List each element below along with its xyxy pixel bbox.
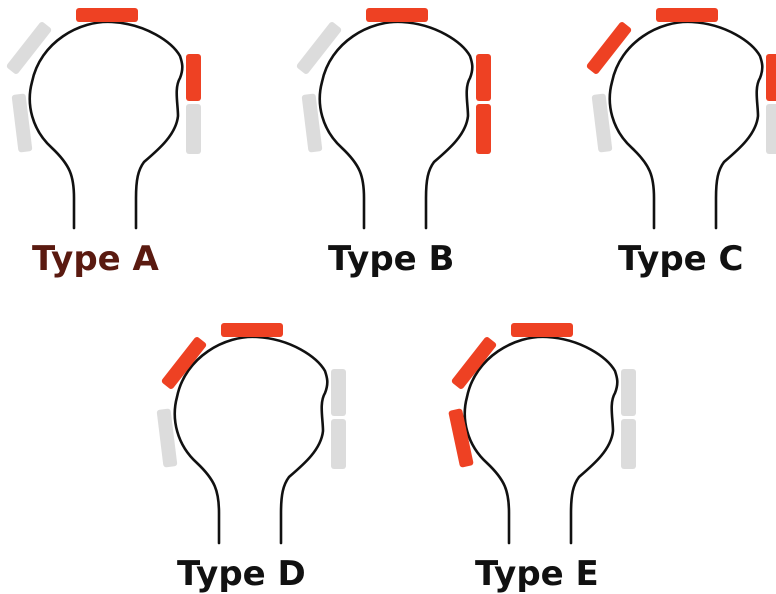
type-label: Type B [328, 239, 454, 279]
panel-type-c: Type C [586, 8, 776, 279]
segment-superior [221, 323, 283, 337]
segment-anterosuperior [6, 22, 52, 74]
segment-posteroinferior [476, 104, 491, 154]
segment-superior [511, 323, 573, 337]
panel-type-b: Type B [296, 8, 491, 279]
segment-anterosuperior [161, 337, 207, 389]
segment-anteroinferior [448, 408, 474, 468]
type-label: Type D [177, 554, 306, 594]
segment-anterosuperior [296, 22, 342, 74]
segment-superior [366, 8, 428, 22]
segment-posterosuperior [766, 54, 776, 101]
humeral-head-outline [28, 20, 184, 230]
segment-posteroinferior [186, 104, 201, 154]
segment-anteroinferior [301, 93, 323, 153]
humeral-head-outline [608, 20, 764, 230]
segment-superior [76, 8, 138, 22]
humeral-head-outline [318, 20, 474, 230]
segment-posterosuperior [331, 369, 346, 416]
segment-superior [656, 8, 718, 22]
segment-anterosuperior [586, 22, 632, 74]
segment-posterosuperior [186, 54, 201, 101]
segment-posteroinferior [621, 419, 636, 469]
humeral-head-outline [463, 335, 619, 545]
segment-anterosuperior [451, 337, 497, 389]
segment-posterosuperior [621, 369, 636, 416]
segment-posteroinferior [766, 104, 776, 154]
segment-anteroinferior [591, 93, 613, 153]
type-label: Type C [618, 239, 744, 279]
panel-type-d: Type D [156, 323, 346, 594]
humeral-head-outline [173, 335, 329, 545]
panel-type-e: Type E [448, 323, 636, 594]
type-label: Type E [475, 554, 599, 594]
segment-anteroinferior [156, 408, 178, 468]
type-label: Type A [32, 239, 160, 279]
segment-posterosuperior [476, 54, 491, 101]
segment-posteroinferior [331, 419, 346, 469]
panel-type-a: Type A [6, 8, 201, 279]
segment-anteroinferior [11, 93, 33, 153]
